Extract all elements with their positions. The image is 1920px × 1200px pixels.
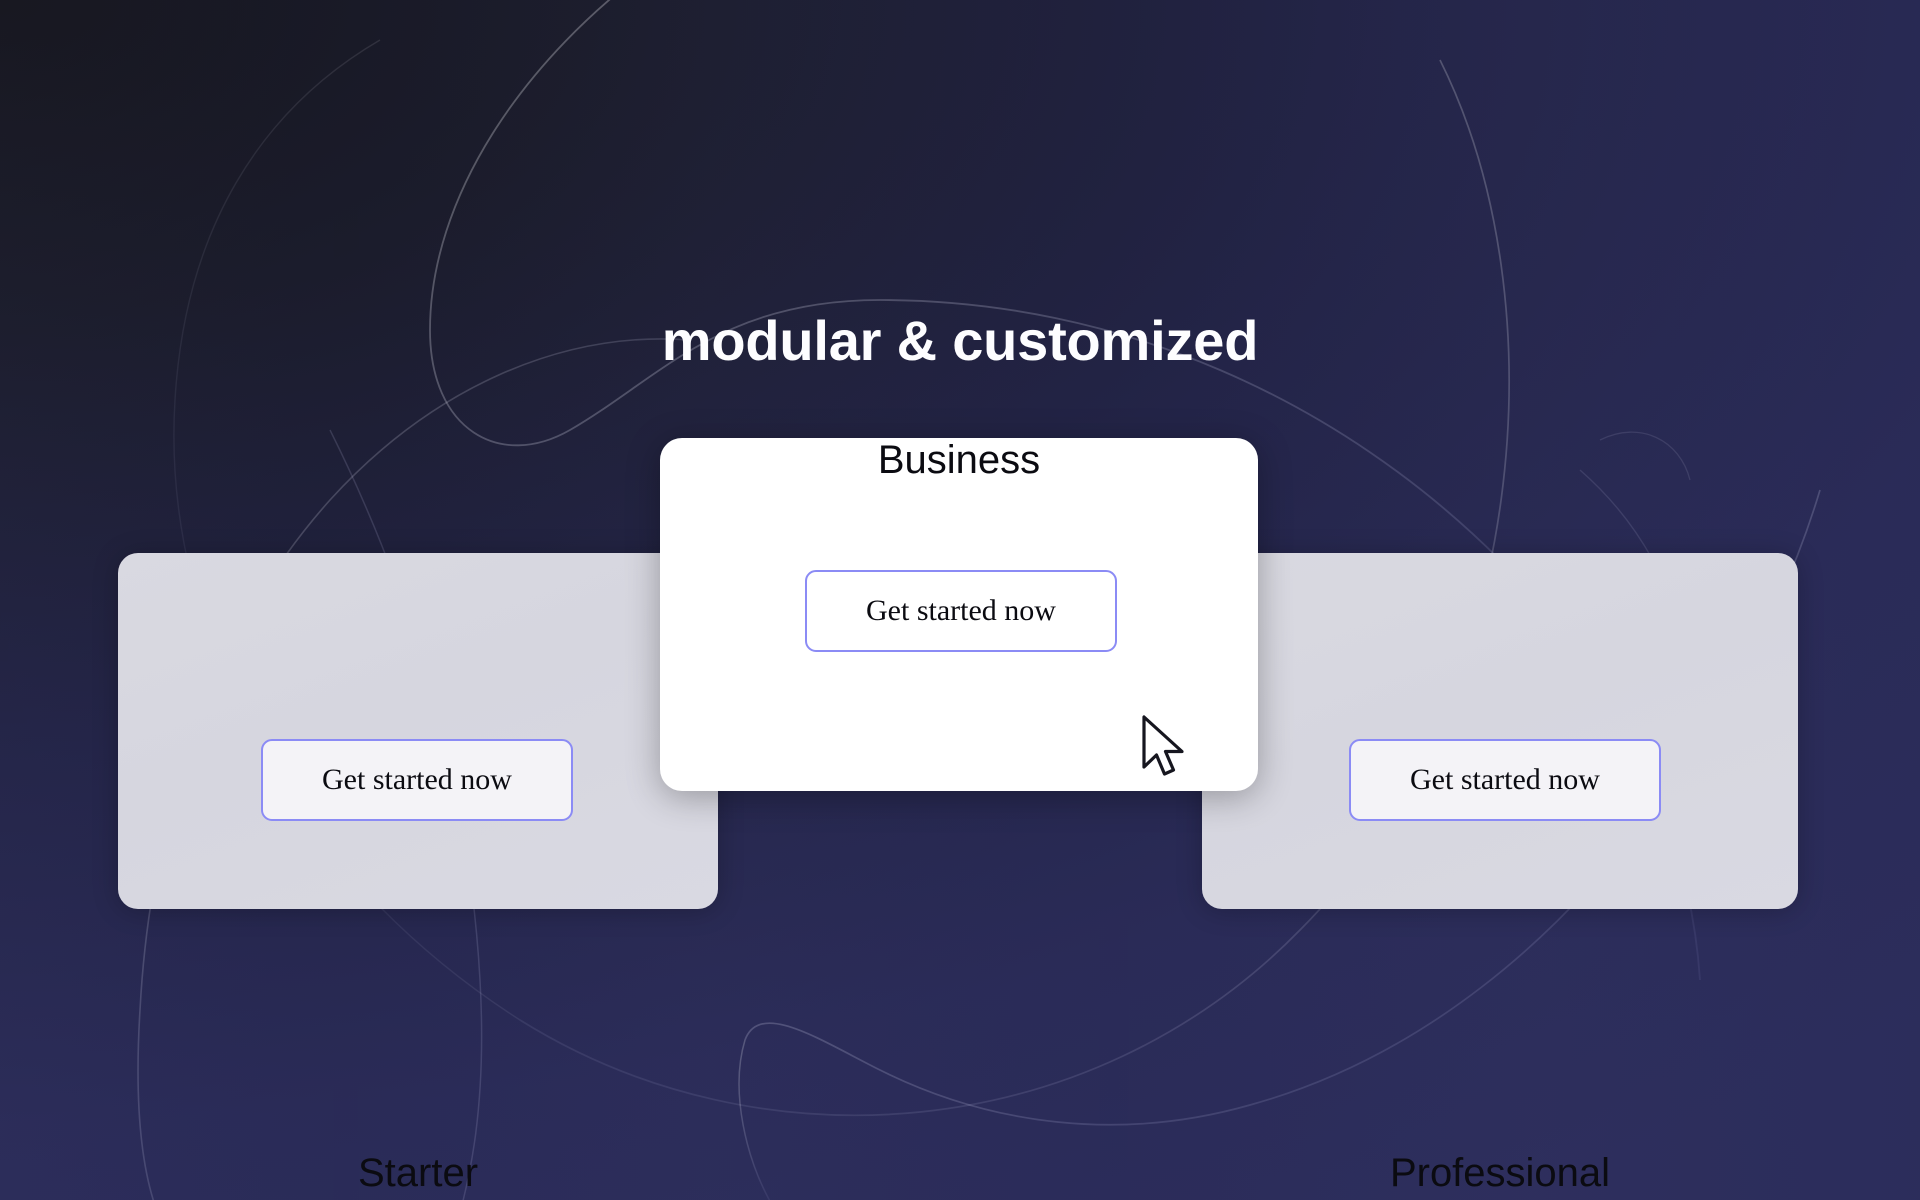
plan-name: Business xyxy=(877,438,1041,482)
get-started-button-business[interactable]: Get started now xyxy=(805,570,1117,652)
plan-name: Professional xyxy=(1389,1151,1611,1195)
mouse-cursor-icon xyxy=(1142,715,1184,776)
get-started-button-professional[interactable]: Get started now xyxy=(1349,739,1661,821)
pricing-card-professional[interactable]: Professional Get started now xyxy=(1202,553,1798,1195)
pricing-card-starter[interactable]: Starter Get started now xyxy=(118,553,718,1195)
plan-name: Starter xyxy=(357,1151,479,1195)
page-title: modular & customized xyxy=(661,308,1259,372)
get-started-button-starter[interactable]: Get started now xyxy=(261,739,573,821)
